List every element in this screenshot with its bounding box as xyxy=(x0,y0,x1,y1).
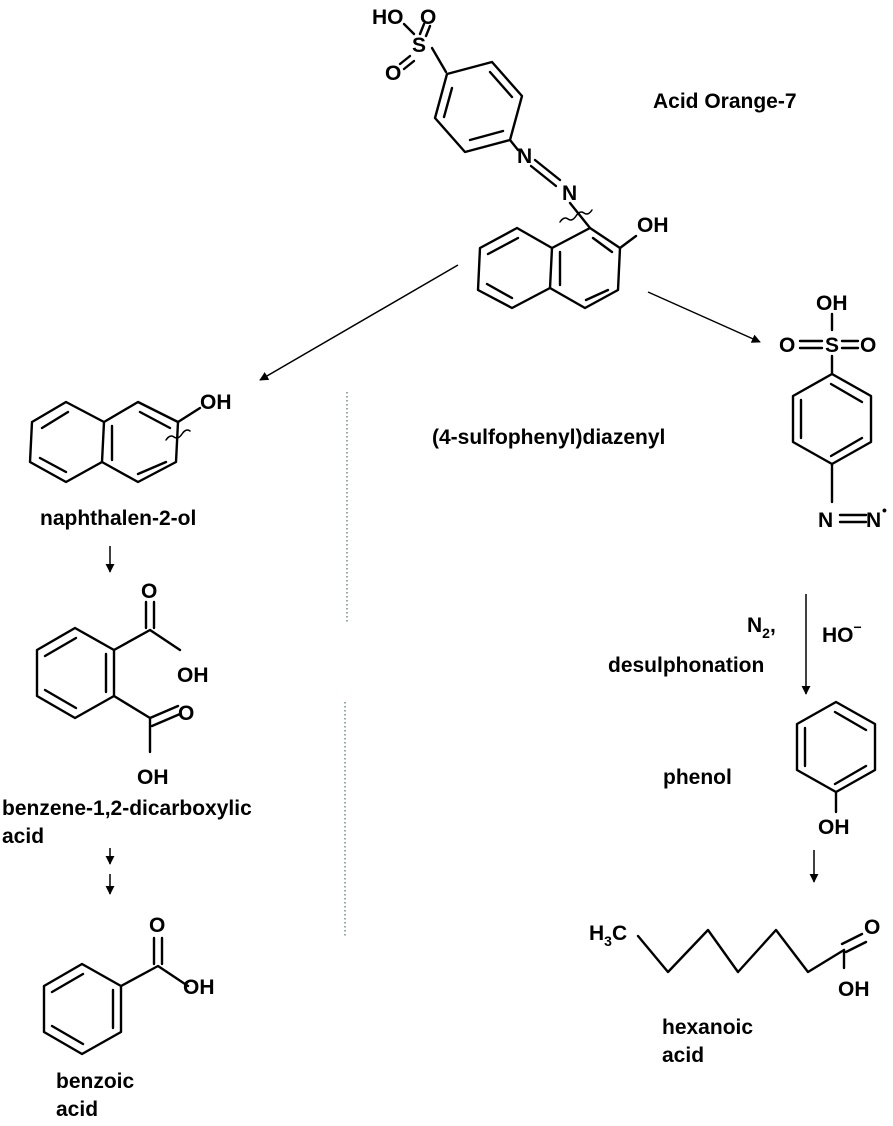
label-sulfophenyl-diazenyl: (4-sulfophenyl)diazenyl xyxy=(432,426,665,449)
reaction-arrow-right xyxy=(647,291,761,343)
radical-dot: • xyxy=(882,502,887,518)
label-hydroxide: HO− xyxy=(822,619,862,647)
bond xyxy=(418,22,432,38)
phthalic-acid-structure: O OH O OH xyxy=(35,580,209,789)
atom-o: O xyxy=(149,914,165,937)
bond xyxy=(508,138,520,152)
aromatic-bonds xyxy=(485,236,614,302)
atom-oh: OH xyxy=(838,978,870,1001)
bond xyxy=(402,22,416,36)
naphthol-ring-left xyxy=(476,226,554,310)
bond xyxy=(176,406,202,424)
atom-o: O xyxy=(864,916,880,939)
naphthol-ring-right xyxy=(100,400,180,484)
bond xyxy=(430,46,448,74)
aromatic-bonds xyxy=(50,972,115,1046)
bond xyxy=(618,234,638,250)
benzene-ring xyxy=(791,372,873,466)
label-naphthalen-2-ol: naphthalen-2-ol xyxy=(40,507,196,530)
atom-n: N xyxy=(818,509,833,532)
atom-oh: OH xyxy=(818,816,850,839)
label-dicarboxylic-line2: acid xyxy=(2,825,44,848)
azo-double-bond xyxy=(529,158,562,188)
label-n2: N2, xyxy=(747,614,776,641)
cleavage-mark xyxy=(165,429,191,441)
atom-o: O xyxy=(178,702,194,725)
label-dicarboxylic-line1: benzene-1,2-dicarboxylic xyxy=(2,797,252,820)
acid-orange-7-structure: HO O S O N N OH xyxy=(372,6,669,310)
bond xyxy=(568,201,592,230)
carboxyl-bond xyxy=(112,694,152,754)
label-desulphonation: desulphonation xyxy=(608,654,764,677)
benzene-ring xyxy=(42,962,123,1056)
bond xyxy=(798,339,824,350)
carbonyl-double-bond xyxy=(144,600,156,630)
aromatic-bonds xyxy=(442,70,514,142)
label-hexanoic-line1: hexanoic xyxy=(662,1016,753,1039)
benzene-ring xyxy=(795,700,877,794)
azo-double-bond xyxy=(838,513,868,524)
atom-n: N xyxy=(517,145,532,168)
bond xyxy=(840,339,860,350)
atom-oh: OH xyxy=(183,976,215,999)
atom-oh: OH xyxy=(816,292,848,315)
sulfophenyl-diazenyl-structure: OH O S O N N • xyxy=(779,292,887,532)
atom-oh: OH xyxy=(177,664,209,687)
alkyl-chain xyxy=(636,928,846,974)
atom-o: O xyxy=(860,334,876,357)
label-benzoic-line2: acid xyxy=(56,1098,98,1121)
aromatic-bonds xyxy=(38,410,172,476)
carbonyl-double-bond xyxy=(148,704,182,728)
phenol-structure: OH xyxy=(795,700,877,839)
carbonyl-double-bond xyxy=(840,932,868,954)
atom-o: O xyxy=(385,62,401,85)
carbonyl-double-bond xyxy=(152,936,164,966)
cleavage-mark xyxy=(559,209,593,223)
label-acid-orange-7: Acid Orange-7 xyxy=(653,90,797,113)
aromatic-bonds xyxy=(803,710,868,786)
label-phenol: phenol xyxy=(663,766,732,789)
carboxyl-bond xyxy=(112,628,182,652)
aromatic-bonds xyxy=(43,636,108,710)
reaction-arrow-left xyxy=(259,264,459,381)
label-hexanoic-line2: acid xyxy=(662,1044,704,1067)
atom-o: O xyxy=(141,580,157,603)
naphthalen-2-ol-structure: OH xyxy=(28,391,232,484)
bond xyxy=(398,54,416,71)
carboxyl-bond xyxy=(119,964,190,988)
atom-o: O xyxy=(779,334,795,357)
benzoic-acid-structure: O OH xyxy=(42,914,215,1056)
hexanoic-acid-structure: H3C O OH xyxy=(589,916,880,1001)
atom-ho: HO xyxy=(372,6,404,29)
atom-s: S xyxy=(412,34,426,57)
atom-n: N xyxy=(562,182,577,205)
atom-oh: OH xyxy=(137,766,169,789)
atom-h3c: H3C xyxy=(589,922,627,949)
atom-s: S xyxy=(825,334,839,357)
aromatic-bonds xyxy=(799,382,864,458)
atom-oh: OH xyxy=(200,391,232,414)
atom-oh: OH xyxy=(637,214,669,237)
atom-n: N xyxy=(866,509,881,532)
label-benzoic-line1: benzoic xyxy=(56,1070,134,1093)
benzene-ring xyxy=(35,626,116,720)
naphthol-ring-left xyxy=(28,400,106,484)
